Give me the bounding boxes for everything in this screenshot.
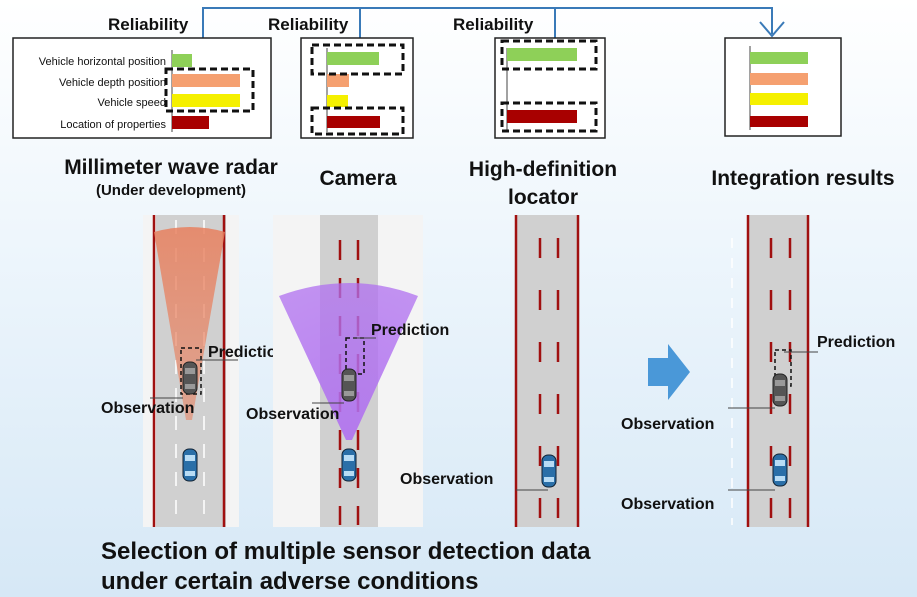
selection-box xyxy=(164,67,255,113)
bar-properties xyxy=(172,116,209,129)
bar-speed xyxy=(172,94,240,107)
reliability-connector xyxy=(202,7,785,38)
camera-road-panel xyxy=(273,215,423,527)
locator-title-line2: locator xyxy=(508,186,578,209)
radar-beam xyxy=(154,227,225,420)
radar-subtitle: (Under development) xyxy=(96,182,246,199)
footer-line2: under certain adverse conditions xyxy=(101,568,478,595)
integration-observation-label-2: Observation xyxy=(621,496,714,513)
radar-prediction-label: Prediction xyxy=(208,344,286,361)
field-label-horizontal: Vehicle horizontal position xyxy=(39,56,166,68)
integration-observation-label-1: Observation xyxy=(621,416,714,433)
camera-prediction-label: Prediction xyxy=(371,322,449,339)
locator-observation-label: Observation xyxy=(400,471,493,488)
integration-prediction-label: Prediction xyxy=(817,334,895,351)
camera-reliability-chart xyxy=(300,37,414,139)
locator-title-line1: High-definition xyxy=(469,158,617,181)
radar-road-panel xyxy=(143,215,239,527)
radar-observation-label: Observation xyxy=(101,400,194,417)
camera-title: Camera xyxy=(319,167,396,190)
camera-observation-label: Observation xyxy=(246,406,339,423)
field-label-depth: Vehicle depth position xyxy=(59,77,166,89)
reliability-label-locator: Reliability xyxy=(453,15,534,34)
arrow-right-icon xyxy=(648,344,690,400)
reliability-label-camera: Reliability xyxy=(268,15,349,34)
radar-title: Millimeter wave radar xyxy=(64,156,278,179)
camera-beam xyxy=(279,283,418,440)
radar-reliability-chart: Vehicle horizontal position Vehicle dept… xyxy=(12,37,272,139)
integration-reliability-chart xyxy=(724,37,842,137)
integration-road-panel xyxy=(731,215,810,527)
locator-road-panel xyxy=(514,215,580,527)
locator-reliability-chart xyxy=(494,37,606,139)
bar-depth xyxy=(172,74,240,87)
bar-horizontal xyxy=(172,54,192,67)
footer-line1: Selection of multiple sensor detection d… xyxy=(101,538,591,565)
integration-title: Integration results xyxy=(711,167,894,190)
field-label-speed: Vehicle speed xyxy=(98,97,167,109)
reliability-label-radar: Reliability xyxy=(108,15,189,34)
prediction-box xyxy=(180,347,202,395)
field-label-properties: Location of properties xyxy=(60,119,166,131)
